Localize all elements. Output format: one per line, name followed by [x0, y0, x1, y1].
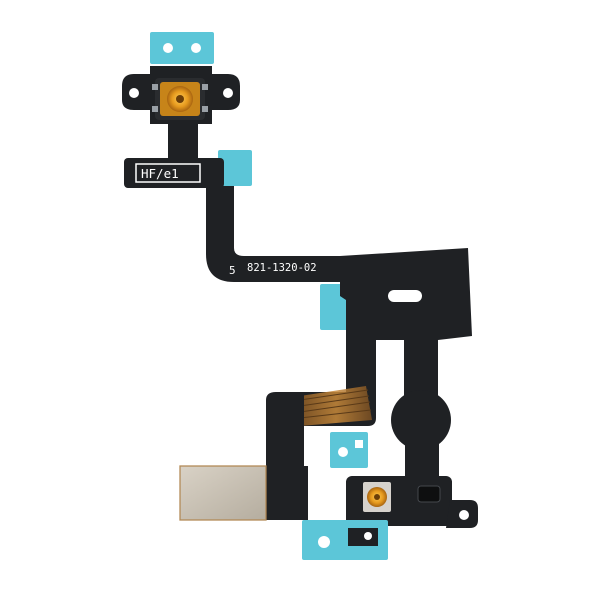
copper-trace-section	[299, 386, 376, 426]
label-part-number: 821-1320-02	[247, 262, 317, 274]
panel-slot	[388, 290, 422, 302]
lower-mid-blue-tape	[330, 432, 368, 468]
upper-flex-stem	[168, 122, 198, 162]
main-flex-strip: 5 821-1320-02	[206, 186, 360, 282]
label-top-text: HF/e1	[141, 166, 179, 181]
round-pad	[391, 390, 451, 490]
label-number-prefix: 5	[229, 264, 236, 277]
center-panel	[320, 248, 472, 418]
bottom-sensor-bracket	[346, 476, 478, 528]
bottom-blue-tape	[302, 520, 388, 560]
side-blue-tape	[218, 150, 252, 186]
label-strip: HF/e1	[124, 150, 252, 188]
top-switch-button	[152, 78, 208, 120]
top-blue-tape	[150, 32, 214, 64]
metal-sensor-plate	[179, 465, 267, 521]
